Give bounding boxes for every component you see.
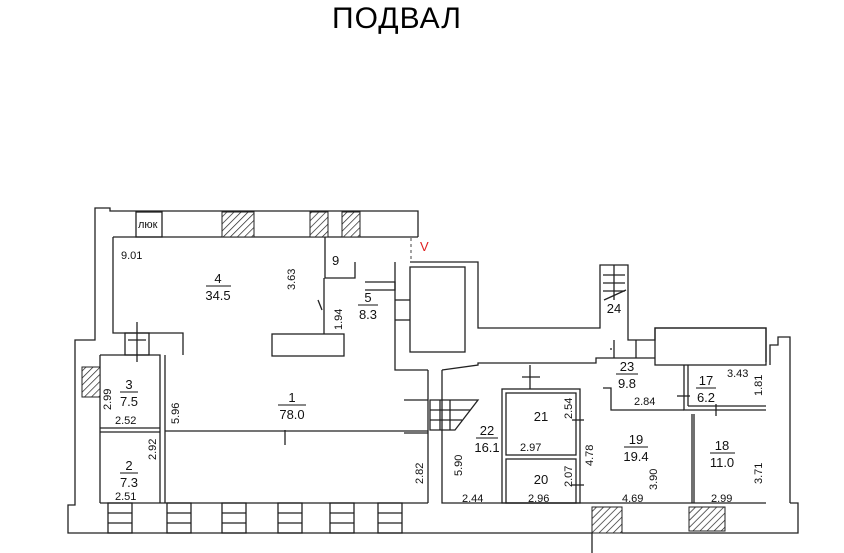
room-area: 78.0	[279, 407, 304, 422]
dim: 2.99	[711, 493, 732, 505]
dim: 5.90	[453, 455, 465, 476]
room-1: 1 78.0	[278, 390, 306, 422]
dim: 3.63	[286, 269, 298, 290]
dim: 1.81	[753, 375, 765, 396]
room-area: 7.3	[120, 475, 138, 490]
room-area: 9.8	[618, 376, 636, 391]
room-2: 2 7.3	[120, 458, 138, 490]
room-area: 34.5	[205, 288, 230, 303]
room-23: 23 9.8	[616, 359, 638, 391]
room-5: 5 8.3	[358, 290, 378, 322]
dim: 9.01	[121, 250, 142, 262]
room-area: 7.5	[120, 394, 138, 409]
dim: 3.43	[727, 368, 748, 380]
stairs-22	[429, 399, 480, 431]
room-area: 11.0	[710, 455, 734, 470]
dim: 2.97	[520, 442, 541, 454]
room-number: 18	[715, 438, 729, 453]
room-22: 22 16.1	[474, 423, 499, 455]
dim: 2.84	[634, 396, 655, 408]
windows-bottom	[107, 502, 403, 534]
dim: 2.96	[528, 493, 549, 505]
dim: 4.78	[584, 445, 596, 466]
room-area: 8.3	[359, 307, 377, 322]
room-number: 3	[125, 377, 132, 392]
room-number: 17	[699, 373, 713, 388]
dim: 3.90	[648, 469, 660, 490]
room-area: 19.4	[623, 449, 648, 464]
room-number: 19	[629, 432, 643, 447]
dim: 2.99	[102, 389, 114, 410]
room-number: 23	[620, 359, 634, 374]
stairs-24	[603, 265, 627, 301]
room-number: 2	[125, 458, 132, 473]
room-3: 3 7.5	[120, 377, 138, 409]
room-20-number: 20	[534, 472, 548, 487]
dim: 2.07	[563, 466, 575, 487]
room-area: 16.1	[474, 440, 499, 455]
room-19: 19 19.4	[623, 432, 648, 464]
room-number: 22	[480, 423, 494, 438]
hatch-box	[135, 211, 163, 238]
dim: 2.51	[115, 491, 136, 503]
dim: 2.82	[414, 463, 426, 484]
dim: 2.44	[462, 493, 483, 505]
dim: 2.54	[563, 398, 575, 419]
room-18: 18 11.0	[710, 438, 735, 470]
dim: 2.92	[147, 439, 159, 460]
hatched-columns	[81, 211, 726, 534]
room-4: 4 34.5	[205, 271, 231, 303]
plan-title: ПОДВАЛ	[332, 2, 462, 35]
room-17: 17 6.2	[696, 373, 716, 405]
room-24-number: 24	[607, 301, 621, 316]
room-21-number: 21	[534, 409, 548, 424]
hatch-label: люк	[138, 219, 158, 231]
dim: 2.52	[115, 415, 136, 427]
room-number: 1	[288, 390, 295, 405]
dim: 1.94	[333, 309, 345, 330]
dimensions: 9.01 3.63 1.94 2.99 2.52 5.96 2.92 2.51 …	[102, 250, 765, 505]
walls-left-block	[67, 207, 466, 534]
room-area: 6.2	[697, 390, 715, 405]
marker-v: V	[420, 239, 429, 254]
dim: 3.71	[753, 463, 765, 484]
walls-right-block	[410, 261, 799, 553]
room-number: 5	[364, 290, 371, 305]
room-number: 4	[214, 271, 221, 286]
room-9-number: 9	[332, 253, 339, 268]
dim: 4.69	[622, 493, 643, 505]
dim: 5.96	[170, 403, 182, 424]
